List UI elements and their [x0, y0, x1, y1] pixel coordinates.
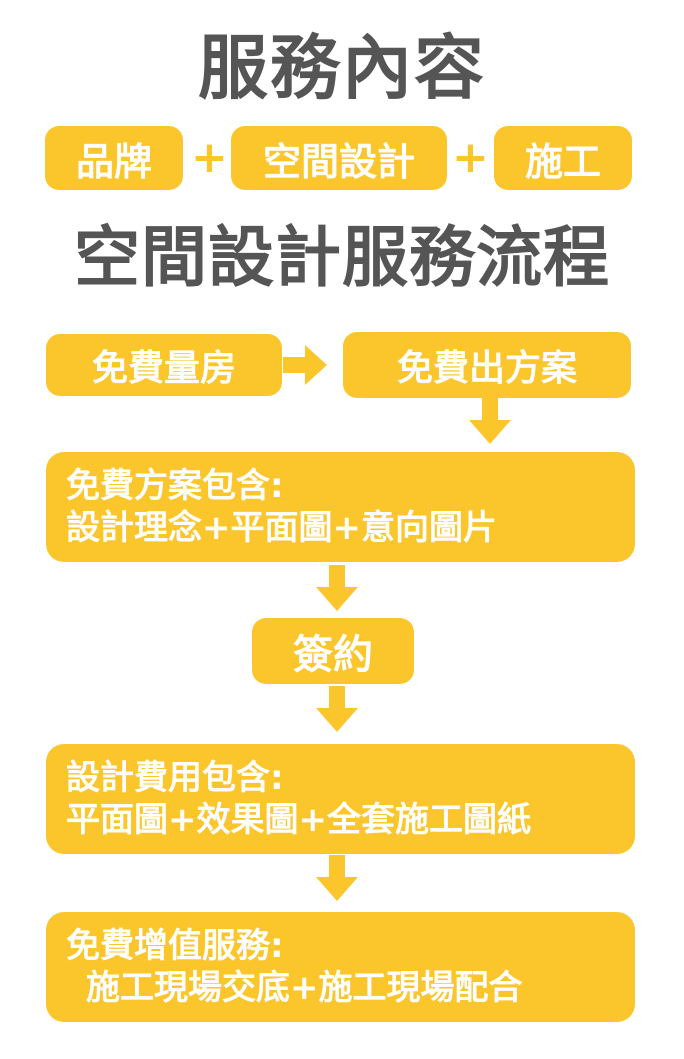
- step-free-proposal-includes: 免費方案包含: 設計理念+平面圖+意向圖片: [46, 452, 635, 562]
- step5-detail: 平面圖+效果圖+全套施工圖紙: [66, 800, 531, 840]
- process-title: 空間設計服務流程: [74, 219, 610, 296]
- arrow-down-icon: [316, 686, 358, 732]
- arrow-down-icon: [316, 855, 358, 901]
- step6-detail: 施工現場交底+施工現場配合: [86, 968, 523, 1008]
- step-free-proposal: 免費出方案: [343, 332, 631, 398]
- step-sign-contract: 簽約: [252, 618, 414, 684]
- arrow-down-icon: [469, 398, 511, 444]
- brand-pill: 品牌: [45, 126, 183, 190]
- plus-sign-2: +: [452, 132, 489, 183]
- step3-heading: 免費方案包含:: [66, 466, 284, 506]
- arrow-down-icon: [316, 565, 358, 611]
- step6-heading: 免費增值服務:: [66, 926, 284, 966]
- step5-heading: 設計費用包含:: [66, 758, 284, 798]
- arrow-right-icon: [283, 345, 327, 385]
- step-free-measure: 免費量房: [46, 334, 282, 396]
- page-title: 服務內容: [198, 27, 486, 109]
- construction-pill: 施工: [494, 126, 632, 190]
- step-free-value-added: 免費增值服務: 施工現場交底+施工現場配合: [46, 912, 635, 1022]
- space-design-pill: 空間設計: [231, 126, 447, 190]
- plus-sign-1: +: [191, 132, 228, 183]
- step-design-fee-includes: 設計費用包含: 平面圖+效果圖+全套施工圖紙: [46, 744, 635, 854]
- step3-detail: 設計理念+平面圖+意向圖片: [66, 508, 497, 548]
